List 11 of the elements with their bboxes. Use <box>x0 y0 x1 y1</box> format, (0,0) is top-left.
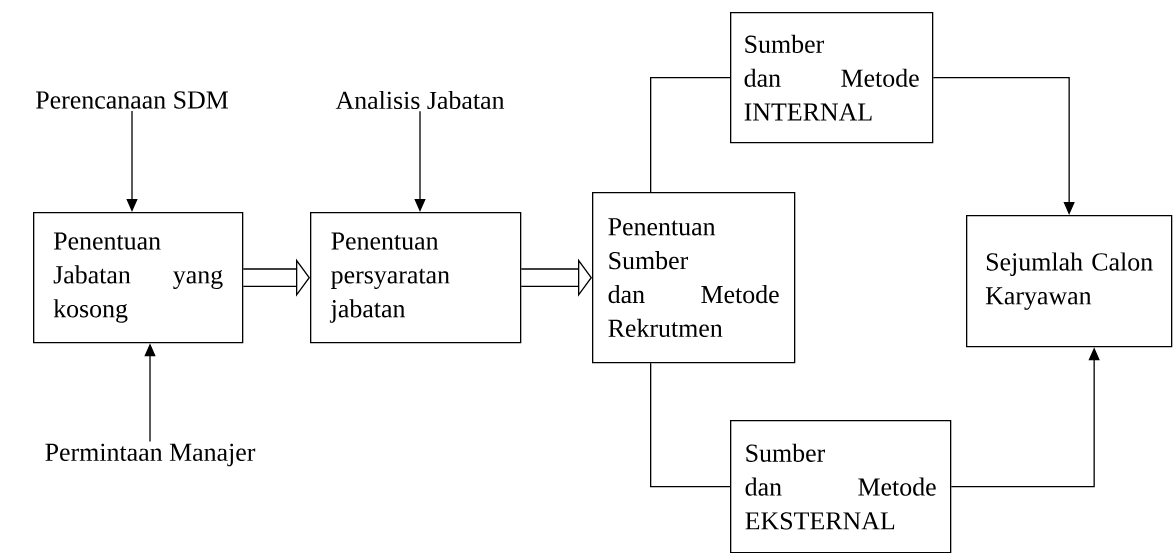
input-label: Analisis Jabatan <box>335 90 505 110</box>
input-label: Perencanaan SDM <box>36 91 228 109</box>
process-box: Penentuan Sumber dan Metode Rekrutmen <box>592 192 796 364</box>
process-box: Penentuan persyaratan jabatan <box>310 212 522 344</box>
connector-line <box>650 362 731 488</box>
process-box: Sejumlah Calon Karyawan <box>966 215 1173 348</box>
process-box: Sumber dan Metode INTERNAL <box>730 12 934 144</box>
connector-line <box>650 77 731 193</box>
input-label: Permintaan Manajer <box>45 443 256 467</box>
process-box: Penentuan Jabatan yang kosong <box>33 212 244 344</box>
process-box: Sumber dan Metode EKSTERNAL <box>730 420 952 553</box>
